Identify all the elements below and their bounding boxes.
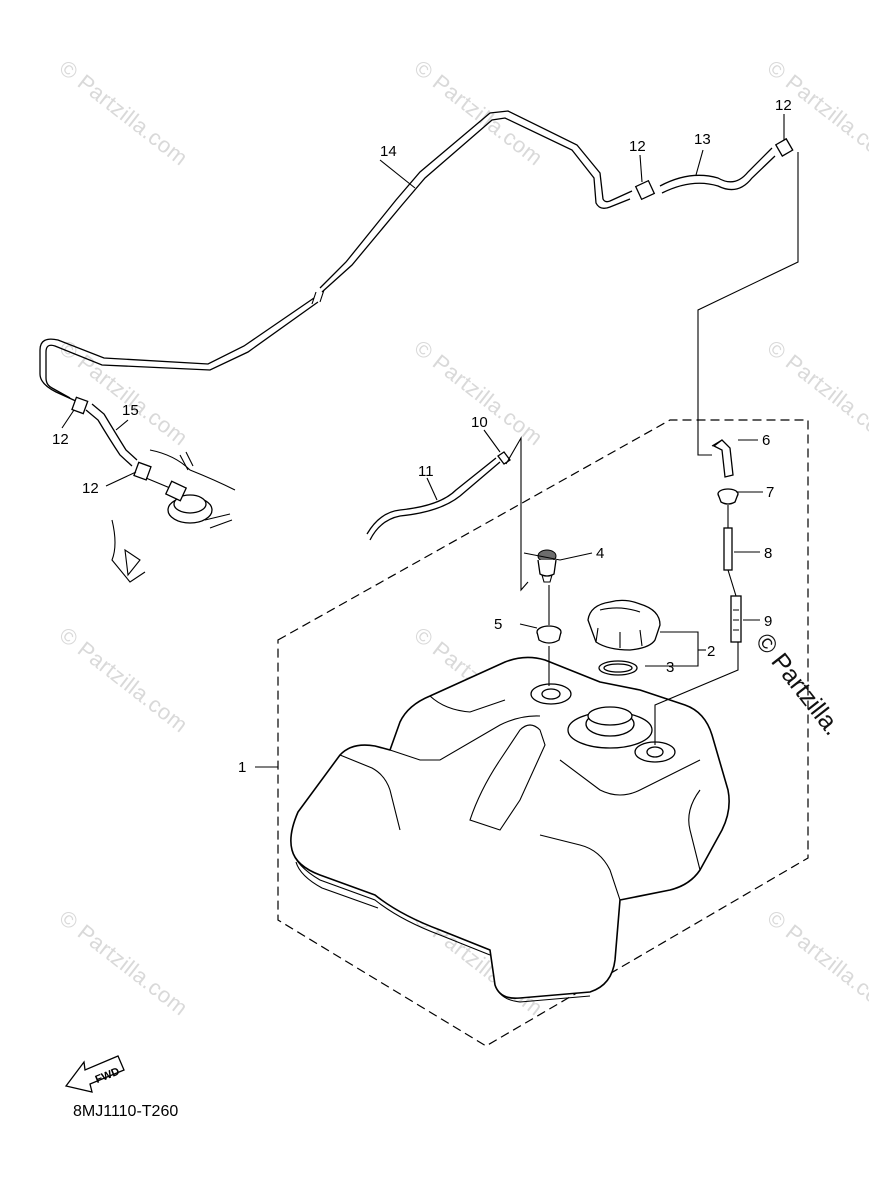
elbow-fitting-6[interactable] <box>711 439 734 478</box>
callout-14: 14 <box>380 143 397 160</box>
tube-9[interactable] <box>730 595 742 643</box>
callout-5: 5 <box>494 616 502 633</box>
callout-13: 13 <box>694 131 711 148</box>
fuel-cap[interactable] <box>587 599 661 651</box>
callout-12-left-lower: 12 <box>82 480 99 497</box>
pipe-8[interactable] <box>723 527 733 571</box>
callout-12-top-mid: 12 <box>629 138 646 155</box>
breather-hose-15[interactable] <box>85 403 138 467</box>
grommet-5[interactable] <box>536 625 562 644</box>
callout-7: 7 <box>766 484 774 501</box>
callout-15: 15 <box>122 402 139 419</box>
check-valve-4[interactable] <box>537 549 557 583</box>
callout-3: 3 <box>666 659 674 676</box>
callout-12-left-upper: 12 <box>52 431 69 448</box>
callout-4: 4 <box>596 545 604 562</box>
callout-10: 10 <box>471 414 488 431</box>
fwd-arrow-icon: FWD <box>64 1055 125 1093</box>
callout-8: 8 <box>764 545 772 562</box>
callout-12-top-right: 12 <box>775 97 792 114</box>
fuel-tank[interactable] <box>290 656 730 1003</box>
callout-6: 6 <box>762 432 770 449</box>
callout-11: 11 <box>418 463 434 480</box>
breather-hose-13[interactable] <box>659 147 776 194</box>
grommet-7[interactable] <box>717 488 739 505</box>
hose-clamp-12[interactable] <box>71 137 794 481</box>
callout-2: 2 <box>707 643 715 660</box>
callout-9: 9 <box>764 613 772 630</box>
fuel-hose-11[interactable] <box>366 457 501 541</box>
diagram-code: 8MJ1110-T260 <box>73 1103 179 1120</box>
hose-joint-10[interactable] <box>497 451 511 465</box>
callout-1: 1 <box>238 759 246 776</box>
leader-10-4 <box>505 435 529 592</box>
assembly-outline <box>277 419 809 1047</box>
breather-hose-14[interactable] <box>39 110 633 403</box>
vent-fitting <box>111 449 236 583</box>
filler-neck <box>567 706 653 749</box>
